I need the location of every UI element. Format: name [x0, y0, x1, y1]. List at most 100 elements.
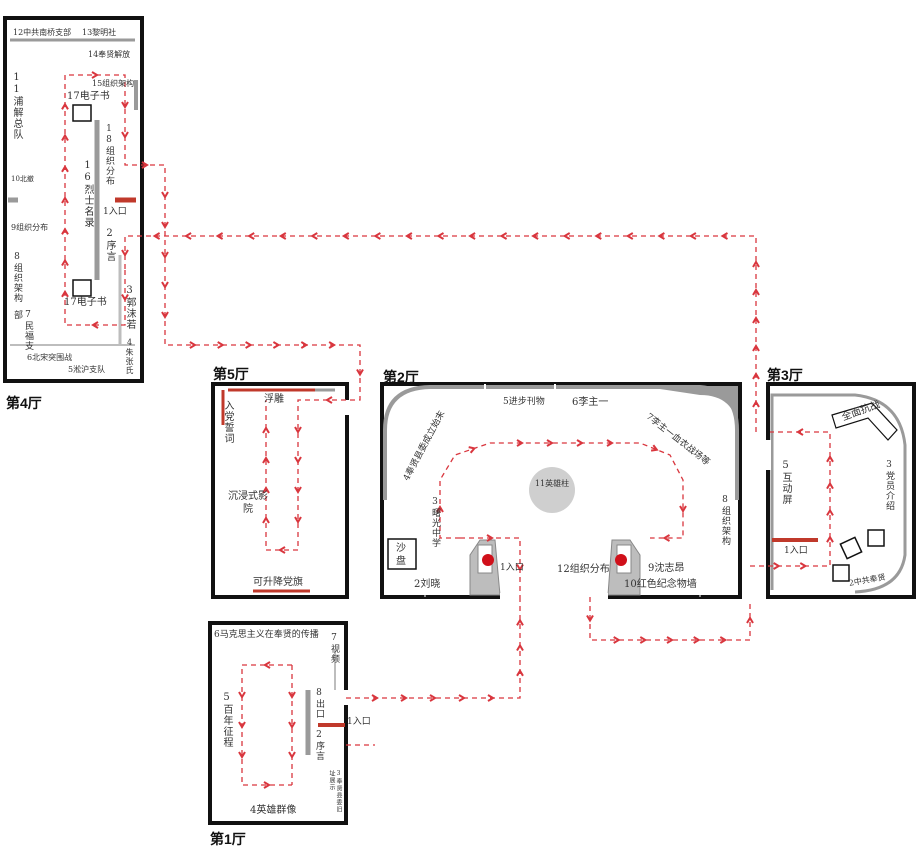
hall-2-left-curve	[383, 385, 485, 500]
route-arrow	[161, 191, 169, 199]
h2-sand-label: 沙盘	[396, 543, 407, 567]
route-arrow	[121, 249, 129, 257]
ebook-station-icon	[72, 279, 92, 297]
route-segment	[460, 537, 521, 597]
hall-3-inner-wall	[770, 393, 907, 594]
hall-1	[208, 621, 349, 825]
hall-2-corner-fill	[640, 386, 738, 430]
route-arrow	[238, 751, 246, 759]
route-arrow	[688, 232, 697, 240]
route-segment	[124, 235, 757, 432]
route-arrow	[294, 486, 302, 494]
route-arrow	[121, 131, 129, 139]
route-arrow	[773, 562, 781, 570]
h4-label-4: 4朱张氏	[125, 338, 134, 375]
route-arrow	[238, 721, 246, 729]
ebook-station-icon	[72, 104, 92, 122]
route-arrow	[294, 426, 302, 434]
route-arrow	[61, 227, 69, 235]
h4-entry-label: 1入口	[103, 207, 127, 217]
h1-label-5: 5百年征程	[221, 692, 232, 748]
route-arrow	[746, 616, 754, 624]
route-arrow	[262, 486, 270, 494]
route-arrow	[486, 534, 494, 542]
route-arrow	[300, 341, 309, 349]
route-arrow	[404, 232, 413, 240]
route-arrow	[161, 221, 169, 229]
route-arrow	[278, 232, 287, 240]
hall-1-wall	[208, 621, 348, 825]
h2-pillar-label: 11英雄柱	[534, 479, 570, 488]
route-arrow	[657, 232, 665, 240]
hall-title-1: 第1厅	[210, 831, 246, 847]
route-arrow	[262, 516, 270, 524]
h2-label-3: 3曙光中学	[430, 497, 440, 548]
route-arrow	[752, 316, 760, 324]
route-arrow	[826, 454, 834, 463]
route-arrow	[516, 643, 524, 652]
route-arrow	[61, 164, 69, 173]
h2-label-2: 2刘晓	[414, 579, 441, 590]
hall-3-display-box	[867, 529, 885, 547]
route-arrow	[826, 535, 834, 543]
route-arrow	[294, 516, 302, 524]
hall-title-3: 第3厅	[767, 367, 803, 383]
route-arrow	[625, 232, 634, 240]
h4-label-17b: 17电子书	[64, 297, 107, 308]
h4-label-2: 2序言	[104, 228, 115, 262]
h5-cinema-label: 沉浸式影院	[228, 491, 268, 515]
route-arrow	[91, 321, 99, 329]
route-arrow	[679, 505, 687, 513]
route-arrow	[752, 344, 760, 352]
route-segment	[241, 664, 292, 786]
route-arrow	[499, 232, 508, 240]
route-arrow	[613, 636, 621, 644]
route-segment	[750, 431, 831, 567]
route-arrow	[161, 311, 169, 319]
route-arrow	[294, 456, 302, 464]
h4-label-7: 7民福支部	[12, 310, 33, 351]
hall-3	[765, 382, 916, 599]
route-arrow	[516, 439, 524, 447]
h4-label-12: 12中共南桥支部	[13, 28, 72, 37]
route-arrow	[436, 232, 445, 240]
route-arrow	[373, 232, 381, 240]
hall-2-left-marker	[482, 554, 494, 566]
route-arrow	[263, 661, 271, 669]
route-arrow	[141, 161, 149, 169]
h1-label-4: 4英雄群像	[250, 805, 297, 816]
h4-label-10: 10北撤	[11, 175, 34, 183]
route-arrow	[341, 232, 350, 240]
h3-label-5: 5互动屏	[780, 460, 791, 505]
route-arrow	[161, 251, 169, 259]
h1-label-7: 7视频	[329, 633, 339, 664]
route-arrow	[121, 293, 129, 302]
route-arrow	[752, 288, 760, 296]
h3-entry-label: 1入口	[784, 546, 808, 556]
route-arrow	[516, 563, 524, 572]
h1-label-8: 8出口	[314, 688, 324, 719]
route-arrow	[662, 534, 671, 542]
route-arrow	[576, 439, 584, 447]
h4-label-13: 13黎明社	[82, 28, 117, 37]
route-arrow	[215, 232, 224, 240]
route-arrow	[650, 444, 659, 452]
route-arrow	[826, 508, 834, 516]
route-arrow	[796, 428, 804, 436]
hall-2-inner-arc	[424, 459, 701, 597]
h4-label-5: 5淞沪支队	[68, 365, 106, 374]
h5-oath-label: 入党誓词	[222, 400, 233, 444]
route-arrow	[61, 258, 69, 267]
hall-5-wall	[211, 382, 349, 599]
route-arrow	[278, 546, 286, 554]
route-arrow	[61, 196, 69, 204]
route-arrow	[91, 71, 99, 79]
route-arrow	[719, 636, 728, 644]
h4-label-3: 3郭沫若	[124, 285, 135, 330]
route-arrow	[288, 691, 296, 699]
route-arrow	[161, 281, 169, 289]
h4-label-6: 6北宋突围战	[27, 353, 73, 362]
route-arrow	[516, 618, 524, 626]
h1-label-3: 3奉贤县委旧址展示	[328, 770, 342, 813]
route-arrow	[217, 341, 225, 349]
